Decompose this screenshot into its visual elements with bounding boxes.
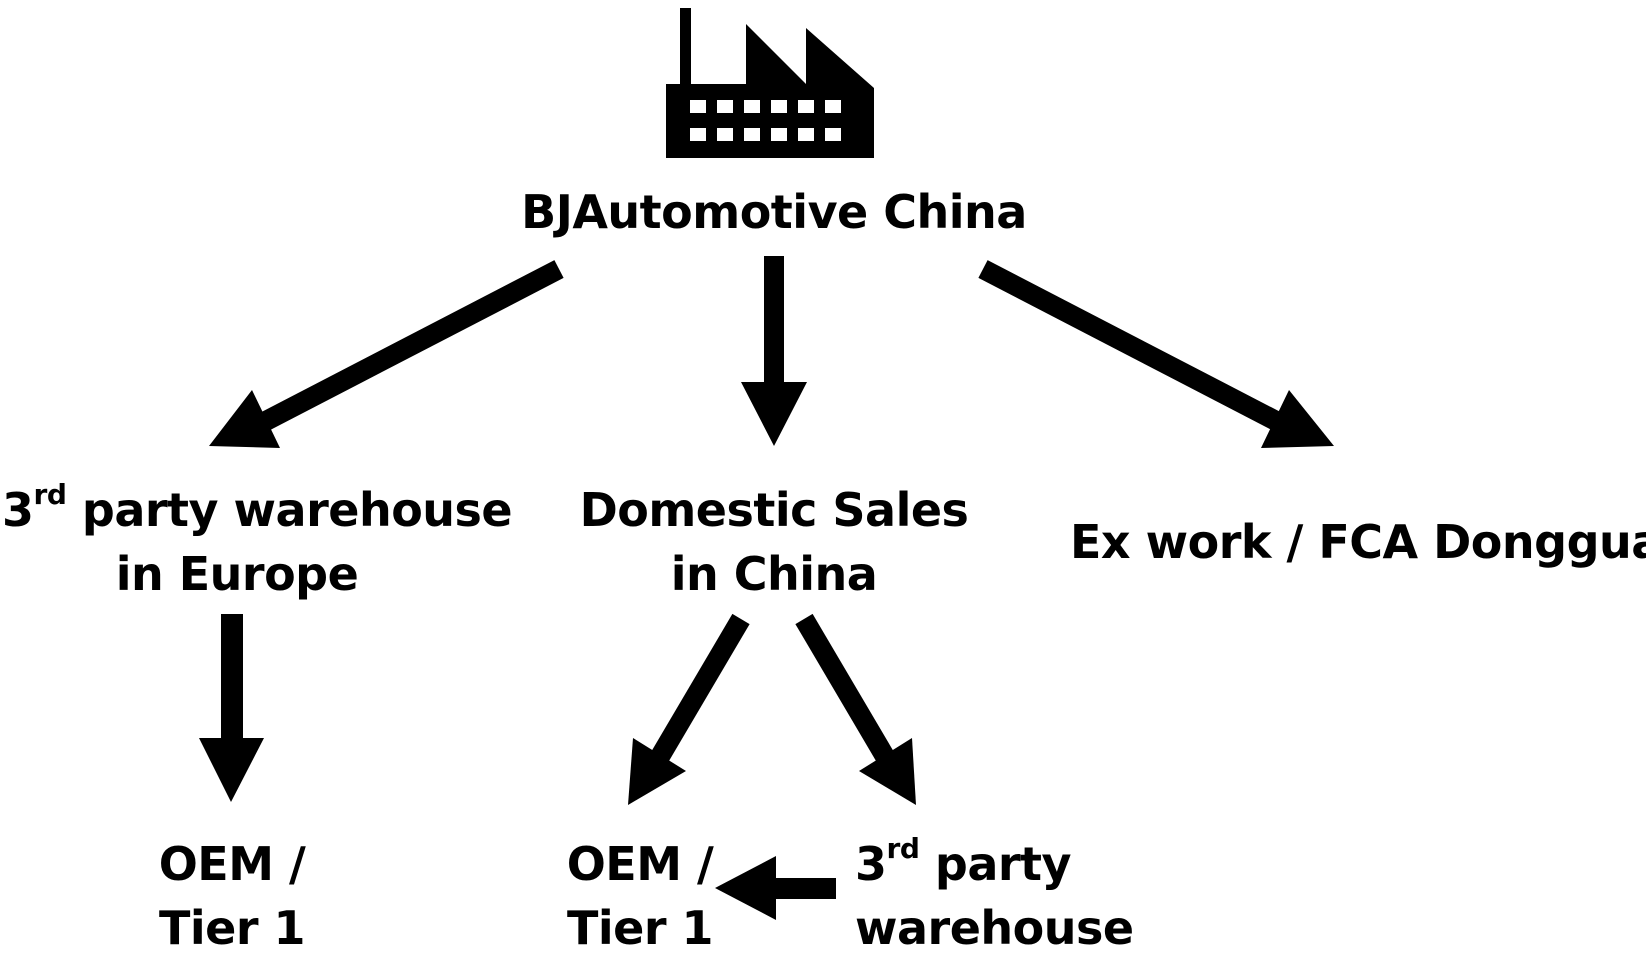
arrow-china-warehouse-to-oem [715,856,836,920]
oem-china-label: OEM / Tier 1 [540,832,740,960]
europe-warehouse-line1: 3rd party warehouse [2,478,513,538]
europe-warehouse-line2: in Europe [115,547,359,601]
china-warehouse-line2: warehouse [855,901,1134,955]
ex-work-label-text: Ex work / FCA Dongguan [1070,515,1646,569]
china-warehouse-label: 3rd party warehouse [855,832,1155,960]
oem-europe-line2: Tier 1 [158,901,306,955]
domestic-sales-label: Domestic Sales in China [574,478,974,606]
oem-china-line2: Tier 1 [566,901,714,955]
arrow-source-to-ex-work [978,260,1334,448]
ex-work-label: Ex work / FCA Dongguan [1070,510,1646,574]
arrow-domestic-to-china-warehouse [795,613,916,805]
arrow-source-to-europe-warehouse [209,260,564,448]
arrow-source-to-domestic-sales [741,256,807,446]
arrow-domestic-to-oem [628,613,750,805]
domestic-sales-line2: in China [670,547,878,601]
oem-europe-label: OEM / Tier 1 [132,832,332,960]
domestic-sales-line1: Domestic Sales [579,483,969,537]
oem-china-line1: OEM / [566,837,714,891]
oem-europe-line1: OEM / [158,837,306,891]
source-label-text: BJAutomotive China [521,185,1027,239]
arrow-europe-warehouse-to-oem [199,614,264,802]
factory-icon [666,8,874,158]
source-label: BJAutomotive China [494,180,1054,244]
china-warehouse-line1: 3rd party [855,832,1072,892]
europe-warehouse-label: 3rd party warehouse in Europe [2,478,513,606]
